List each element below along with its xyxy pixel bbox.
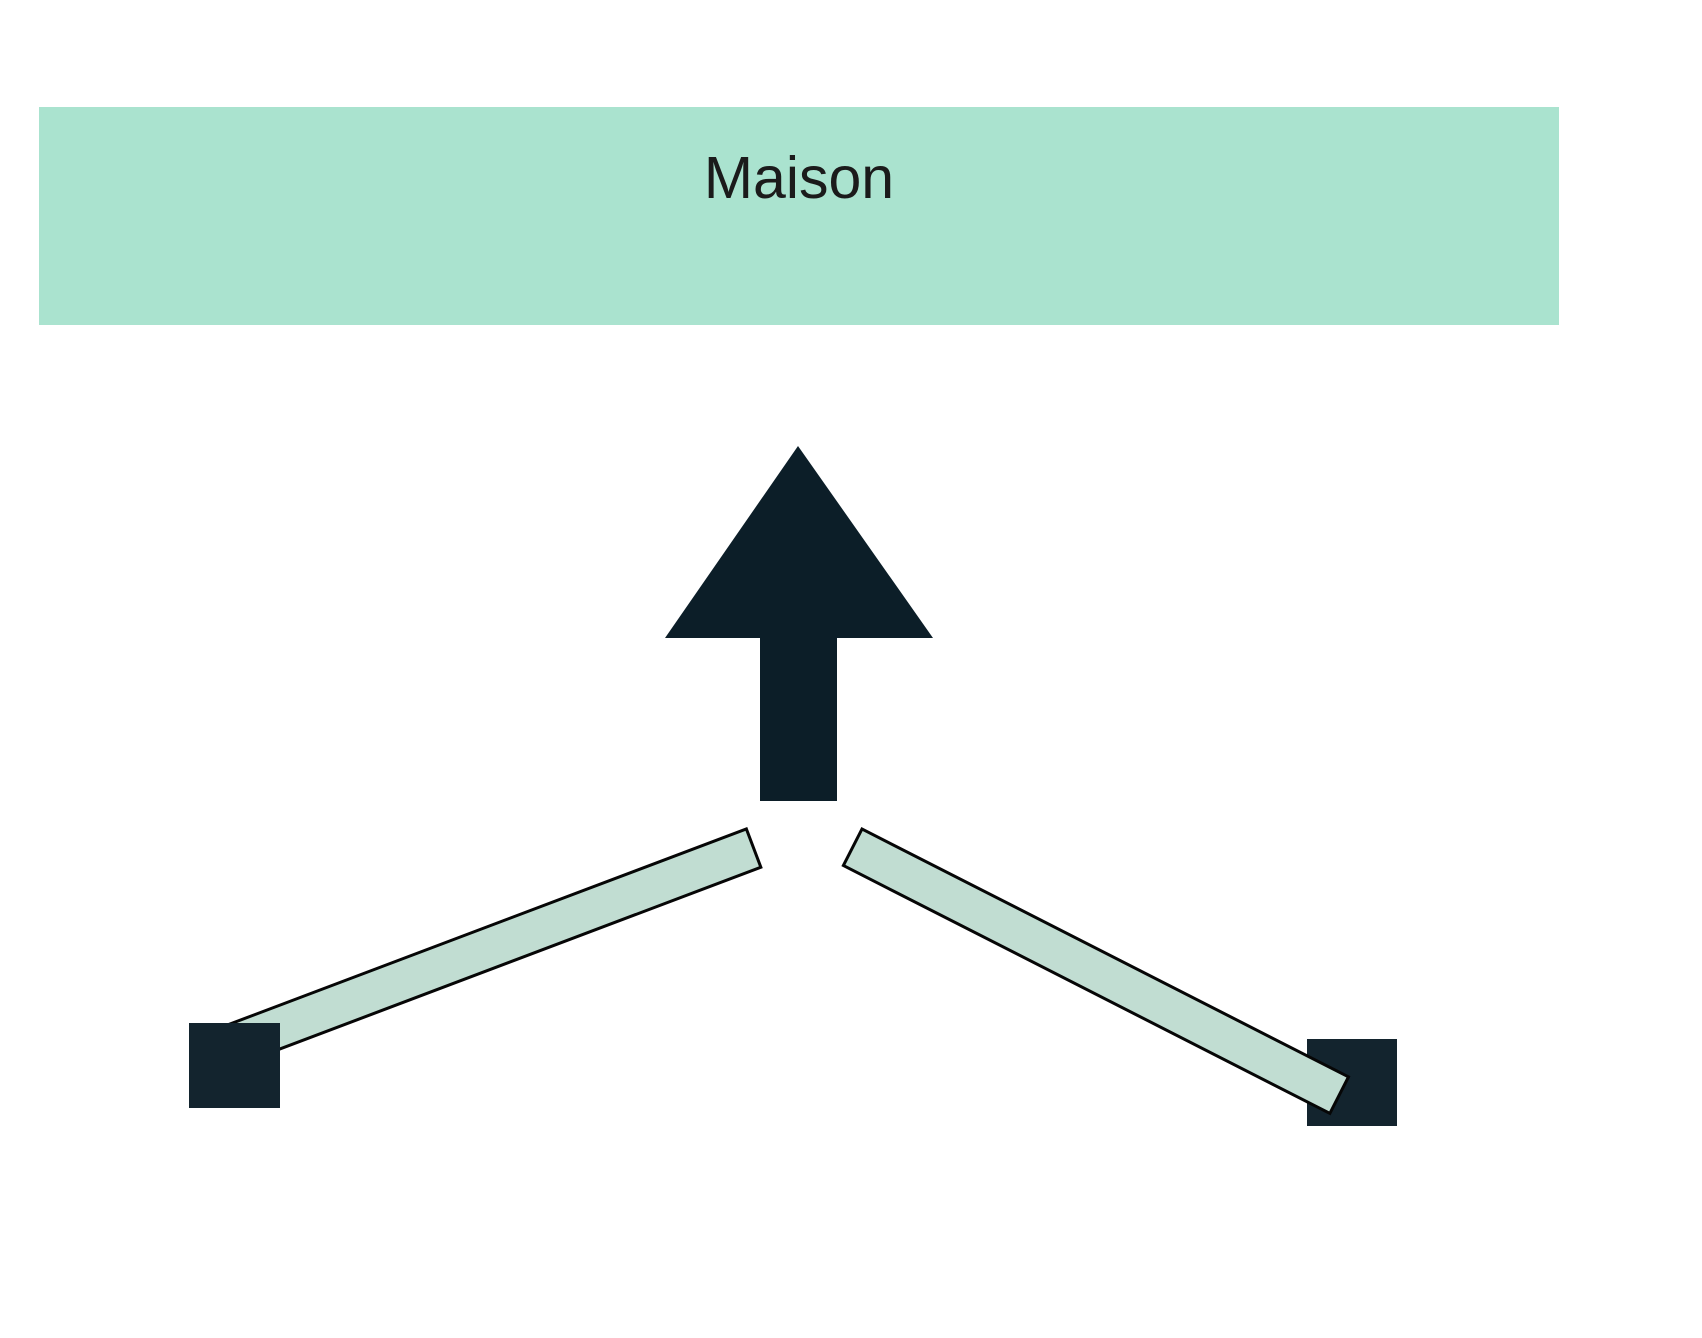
banner: Maison bbox=[39, 107, 1559, 325]
left-anchor-block bbox=[189, 1023, 280, 1108]
left-beam bbox=[228, 826, 763, 1065]
banner-title: Maison bbox=[703, 145, 895, 211]
right-beam bbox=[841, 826, 1351, 1116]
up-arrow-icon bbox=[665, 446, 933, 801]
